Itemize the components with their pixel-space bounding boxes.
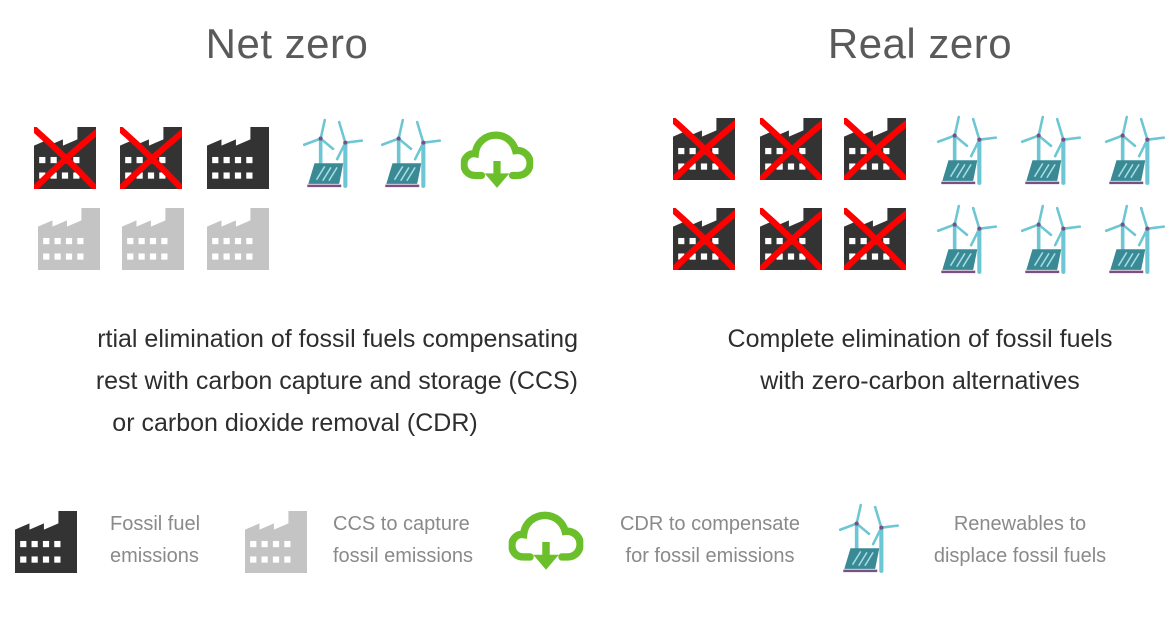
legend-line: fossil emissions bbox=[333, 545, 474, 567]
crossed-factory-icon bbox=[34, 127, 96, 189]
crossed-factory-icon bbox=[844, 208, 906, 270]
description-line: rtial elimination of fossil fuels compen… bbox=[97, 325, 578, 353]
legend-line: CCS to capture bbox=[333, 513, 470, 535]
ccs-factory-icon bbox=[122, 208, 184, 270]
cloud-download-icon bbox=[460, 130, 534, 192]
real-zero-description: Complete elimination of fossil fuels wit… bbox=[660, 318, 1170, 402]
legend-cdr-label: CDR to compensate for fossil emissions bbox=[600, 508, 820, 572]
factory-icon bbox=[207, 127, 269, 189]
description-line: Complete elimination of fossil fuels bbox=[727, 325, 1113, 353]
renewables-icon bbox=[1020, 204, 1082, 276]
renewables-icon bbox=[302, 118, 364, 190]
legend-line: displace fossil fuels bbox=[933, 545, 1107, 567]
factory-icon bbox=[15, 511, 77, 573]
legend-ccs-label: CCS to capture fossil emissions bbox=[333, 508, 473, 572]
legend-renewables-label: Renewables to displace fossil fuels bbox=[915, 508, 1125, 572]
renewables-icon bbox=[1104, 115, 1166, 187]
cloud-download-icon bbox=[508, 510, 584, 574]
ccs-factory-icon bbox=[245, 511, 307, 573]
crossed-factory-icon bbox=[673, 208, 735, 270]
legend-line: Renewables to bbox=[953, 513, 1087, 535]
description-line: rest with carbon capture and storage (CC… bbox=[95, 367, 578, 395]
renewables-icon bbox=[838, 503, 900, 575]
crossed-factory-icon bbox=[844, 118, 906, 180]
net-zero-description: rtial elimination of fossil fuels compen… bbox=[0, 318, 610, 444]
crossed-factory-icon bbox=[120, 127, 182, 189]
net-zero-title: Net zero bbox=[205, 20, 369, 67]
crossed-factory-icon bbox=[673, 118, 735, 180]
legend-line: emissions bbox=[110, 545, 199, 567]
real-zero-title: Real zero bbox=[827, 20, 1013, 67]
ccs-factory-icon bbox=[207, 208, 269, 270]
renewables-icon bbox=[1104, 204, 1166, 276]
legend-line: Fossil fuel bbox=[110, 513, 201, 535]
crossed-factory-icon bbox=[760, 208, 822, 270]
ccs-factory-icon bbox=[38, 208, 100, 270]
legend-line: CDR to compensate bbox=[619, 513, 801, 535]
description-line: or carbon dioxide removal (CDR) bbox=[112, 409, 478, 437]
renewables-icon bbox=[380, 118, 442, 190]
renewables-icon bbox=[936, 115, 998, 187]
legend-line: for fossil emissions bbox=[625, 545, 795, 567]
legend-fossil-label: Fossil fuel emissions bbox=[110, 508, 200, 572]
renewables-icon bbox=[936, 204, 998, 276]
crossed-factory-icon bbox=[760, 118, 822, 180]
description-line: with zero-carbon alternatives bbox=[760, 367, 1080, 395]
renewables-icon bbox=[1020, 115, 1082, 187]
